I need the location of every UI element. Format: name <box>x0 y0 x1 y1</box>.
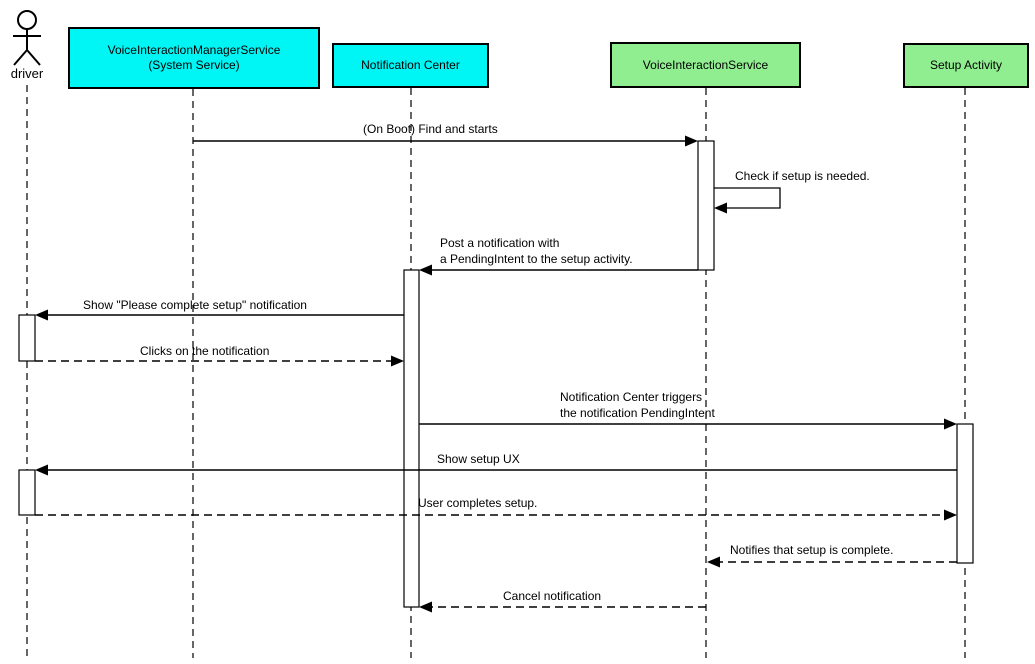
arrowhead-6 <box>944 418 957 430</box>
message-label-show-setup-ux: Show setup UX <box>437 452 520 466</box>
message-label-post-notification: Post a notification with a PendingIntent… <box>440 236 633 266</box>
arrowhead-7 <box>35 464 48 476</box>
message-label-on-boot-find-and-starts: (On Boot) Find and starts <box>363 122 498 136</box>
participant-voice-interaction-service: VoiceInteractionService <box>610 42 801 88</box>
participant-voice-interaction-manager-service: VoiceInteractionManagerService (System S… <box>68 27 320 89</box>
arrowhead-5 <box>391 355 404 367</box>
message-label-notifies-setup-complete: Notifies that setup is complete. <box>730 543 894 557</box>
arrowhead-10 <box>419 601 432 613</box>
participant-setup-activity: Setup Activity <box>903 43 1029 88</box>
activation-notification-center <box>403 269 420 608</box>
participant-notification-center: Notification Center <box>332 43 489 88</box>
activation-driver-2 <box>18 469 36 516</box>
arrow-check-if-setup-needed <box>714 187 781 209</box>
arrowhead-9 <box>707 556 720 568</box>
activation-bars <box>18 140 974 608</box>
activation-driver-1 <box>18 314 36 362</box>
arrowhead-2 <box>714 202 727 214</box>
actor-driver-figure <box>13 10 41 66</box>
message-label-check-if-setup-needed: Check if setup is needed. <box>735 169 870 183</box>
actor-head <box>17 10 37 30</box>
activation-voice-interaction-service <box>697 140 715 271</box>
arrowhead-8 <box>944 509 957 521</box>
arrowhead-3 <box>419 264 432 276</box>
actor-driver-label: driver <box>10 66 44 81</box>
message-label-cancel-notification: Cancel notification <box>503 589 602 603</box>
message-label-triggers-pendingintent: Notification Center triggers the notific… <box>560 390 715 420</box>
actor-leg-right <box>26 49 41 66</box>
arrowhead-1 <box>685 135 698 147</box>
arrowhead-4 <box>35 309 48 321</box>
message-label-show-complete-setup-notification: Show "Please complete setup" notificatio… <box>83 298 307 312</box>
message-arrows <box>35 135 957 613</box>
message-label-user-completes-setup: User completes setup. <box>418 496 538 510</box>
actor-leg-left <box>13 49 28 66</box>
activation-setup-activity <box>956 423 974 564</box>
message-label-clicks-on-notification: Clicks on the notification <box>140 344 270 358</box>
